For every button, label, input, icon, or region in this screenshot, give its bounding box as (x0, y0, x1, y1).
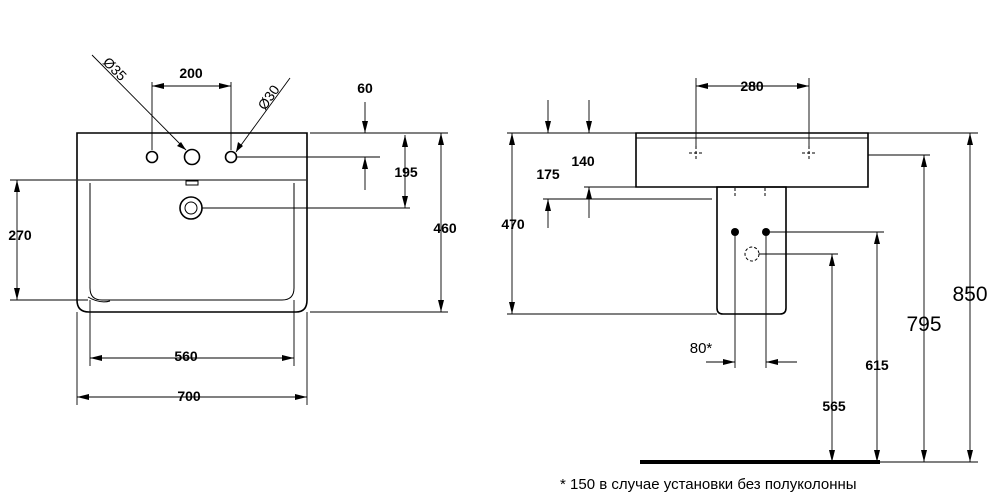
dim-fixing-spacing: 280 (740, 78, 764, 94)
dim-height-850: 850 (952, 283, 987, 306)
dim-hole-spacing: 200 (179, 65, 203, 81)
dim-inner-width: 560 (174, 348, 198, 364)
basin-outline (76, 132, 308, 313)
fixing-mark-right (802, 146, 816, 160)
dim-bowl-depth: 270 (8, 227, 32, 243)
dim-tap-hole-dia: Ø35 (100, 54, 130, 84)
half-pedestal (716, 186, 787, 315)
drain-outlet (744, 246, 760, 262)
dim-hole-offset: 60 (357, 80, 373, 96)
fixing-mark-left (689, 146, 703, 160)
dim-total-depth: 460 (433, 220, 457, 236)
drain-outer (179, 196, 203, 220)
dim-side-hole-dia: Ø30 (254, 82, 282, 113)
dim-height-615: 615 (865, 357, 889, 373)
water-inlet-left (731, 228, 739, 236)
bowl-outline (78, 179, 306, 301)
dim-height-470: 470 (501, 216, 525, 232)
side-basin-outline (635, 132, 869, 188)
drain-inner (184, 201, 198, 215)
front-view: Ø35 Ø30 200 60 195 460 (8, 54, 457, 405)
overflow-slot (185, 180, 199, 186)
tap-hole-center (183, 148, 201, 166)
dim-drain-offset: 80* (690, 340, 713, 357)
dim-height-565: 565 (822, 398, 846, 414)
dim-total-width: 700 (177, 388, 201, 404)
footnote: * 150 в случае установки без полуколонны (560, 476, 857, 493)
tap-hole-right (224, 150, 238, 164)
dim-bracket-140: 140 (571, 153, 595, 169)
tap-hole-left (145, 150, 159, 164)
dim-height-795: 795 (906, 313, 941, 336)
dim-bracket-175: 175 (536, 166, 560, 182)
side-view: 280 175 140 470 80* (501, 78, 988, 493)
dim-hole-to-overflow: 195 (394, 164, 418, 180)
